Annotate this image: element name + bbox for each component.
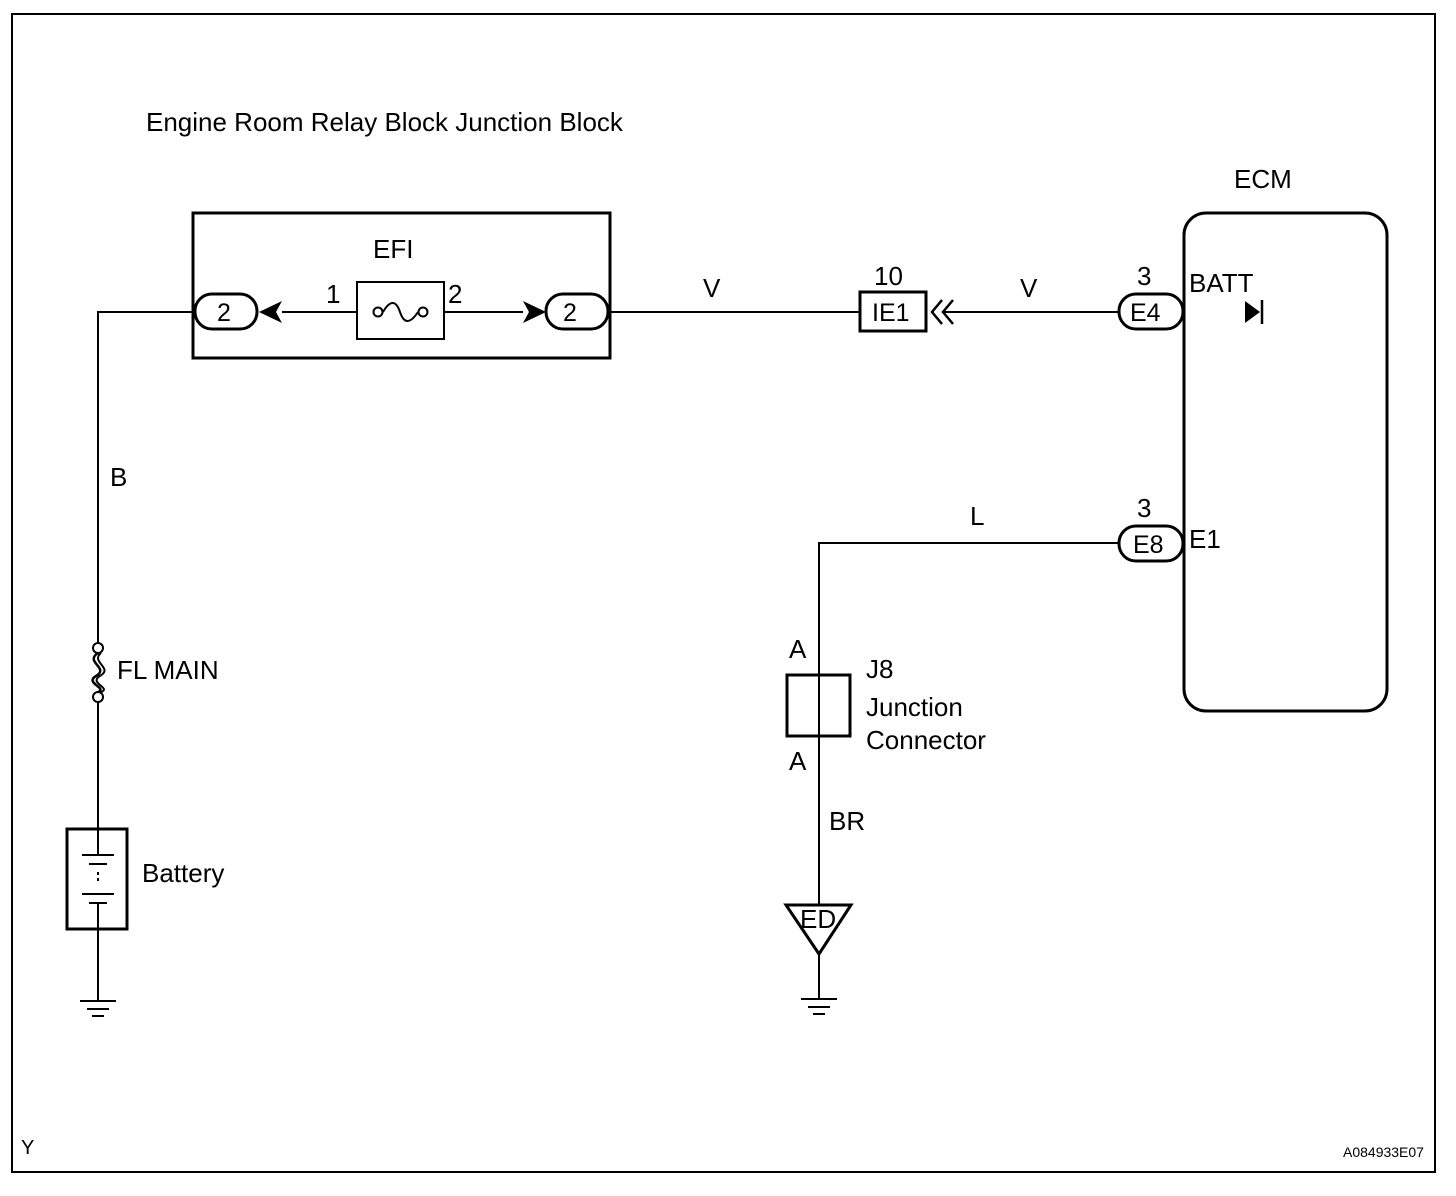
ground-point-label: ED xyxy=(800,904,836,934)
corner-letter: Y xyxy=(21,1137,34,1159)
ground-point-triangle xyxy=(783,903,854,957)
wire-v-1-label: V xyxy=(703,273,721,303)
wire-br-label: BR xyxy=(829,806,865,836)
relay-connector-right-pin: 2 xyxy=(563,299,577,327)
diagram-title: Engine Room Relay Block Junction Block xyxy=(146,107,624,137)
j8-name-line1: Junction xyxy=(866,692,963,722)
fusible-link-icon xyxy=(91,642,106,703)
ground-right-icon xyxy=(801,998,837,1015)
wire-l-label: L xyxy=(970,501,984,531)
wire-b-label: B xyxy=(110,462,127,492)
wire-b xyxy=(97,311,195,643)
battery-cell-icon xyxy=(82,829,114,929)
j8-pin-top: A xyxy=(789,634,807,664)
batt-terminal-label: BATT xyxy=(1189,268,1254,298)
j8-name-line2: Connector xyxy=(866,725,986,755)
fuse-symbol-icon xyxy=(372,302,429,322)
ecm-label: ECM xyxy=(1234,164,1292,194)
j8-pin-bottom: A xyxy=(789,746,807,776)
efi-fuse-label: EFI xyxy=(373,234,413,264)
ie1-connector xyxy=(858,290,928,333)
relay-connector-right xyxy=(544,292,610,331)
arrow-right-icon xyxy=(523,301,546,323)
ground-left-icon xyxy=(80,1000,116,1017)
battery-label: Battery xyxy=(142,858,224,888)
ecm-box xyxy=(1182,211,1389,713)
efi-pin-2: 2 xyxy=(448,279,462,309)
ie1-pin-label: 10 xyxy=(874,261,903,291)
ie1-connector-label: IE1 xyxy=(872,299,910,327)
e4-connector-label: E4 xyxy=(1130,299,1161,327)
e8-pin-label: 3 xyxy=(1137,493,1151,523)
j8-connector-box xyxy=(785,673,852,738)
j8-id-label: J8 xyxy=(866,654,893,684)
wire-v-2-label: V xyxy=(1020,273,1038,303)
e1-terminal-label: E1 xyxy=(1189,524,1221,554)
diode-icon xyxy=(1245,300,1264,324)
efi-pin-1: 1 xyxy=(326,279,340,309)
e4-connector xyxy=(1117,292,1185,331)
e8-connector-label: E8 xyxy=(1133,531,1164,559)
fl-main-label: FL MAIN xyxy=(117,655,219,685)
relay-block-box xyxy=(191,211,612,360)
arrow-left-icon xyxy=(259,301,282,323)
diagram-frame xyxy=(11,13,1436,1173)
wire-l xyxy=(818,542,1119,905)
figure-code: A084933E07 xyxy=(1343,1144,1424,1160)
relay-connector-left-pin: 2 xyxy=(217,299,231,327)
efi-fuse-box xyxy=(356,281,445,340)
e4-pin-label: 3 xyxy=(1137,261,1151,291)
